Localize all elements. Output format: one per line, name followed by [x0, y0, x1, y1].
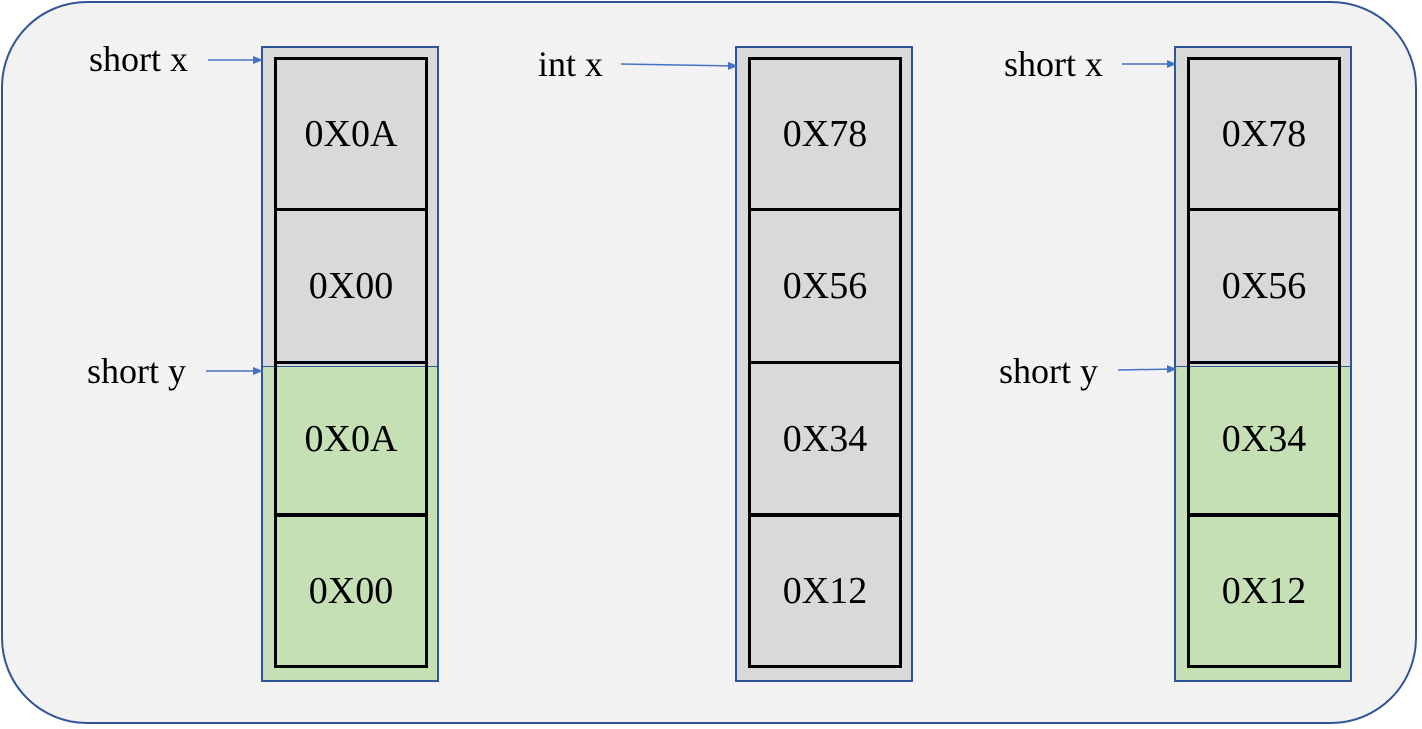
variable-label: int x: [538, 44, 604, 84]
memory-cell: 0X12: [1187, 513, 1341, 668]
variable-label: short y: [999, 351, 1098, 391]
memory-cell: 0X12: [748, 513, 902, 668]
region-divider: [263, 366, 437, 367]
memory-column-short-pair-1: [261, 46, 439, 682]
short-x-region: [1176, 48, 1350, 366]
variable-label: short x: [89, 39, 188, 79]
int-x-region: [737, 48, 911, 680]
memory-cell: 0X00: [274, 513, 428, 668]
variable-label: short x: [1004, 44, 1103, 84]
short-y-region: [1176, 366, 1350, 680]
memory-column-int: [735, 46, 913, 682]
memory-cell: 0X78: [1187, 57, 1341, 211]
memory-column-short-pair-2: [1174, 46, 1352, 682]
memory-cell: 0X34: [748, 361, 902, 517]
short-x-region: [263, 48, 437, 366]
memory-cell: 0X0A: [274, 57, 428, 211]
variable-label: short y: [87, 351, 186, 391]
memory-cell: 0X78: [748, 57, 902, 211]
memory-cell: 0X0A: [274, 361, 428, 517]
region-divider: [1176, 366, 1350, 367]
memory-cell: 0X56: [748, 208, 902, 364]
memory-cell: 0X00: [274, 208, 428, 364]
memory-cell: 0X34: [1187, 361, 1341, 517]
memory-cell: 0X56: [1187, 208, 1341, 364]
short-y-region: [263, 366, 437, 680]
